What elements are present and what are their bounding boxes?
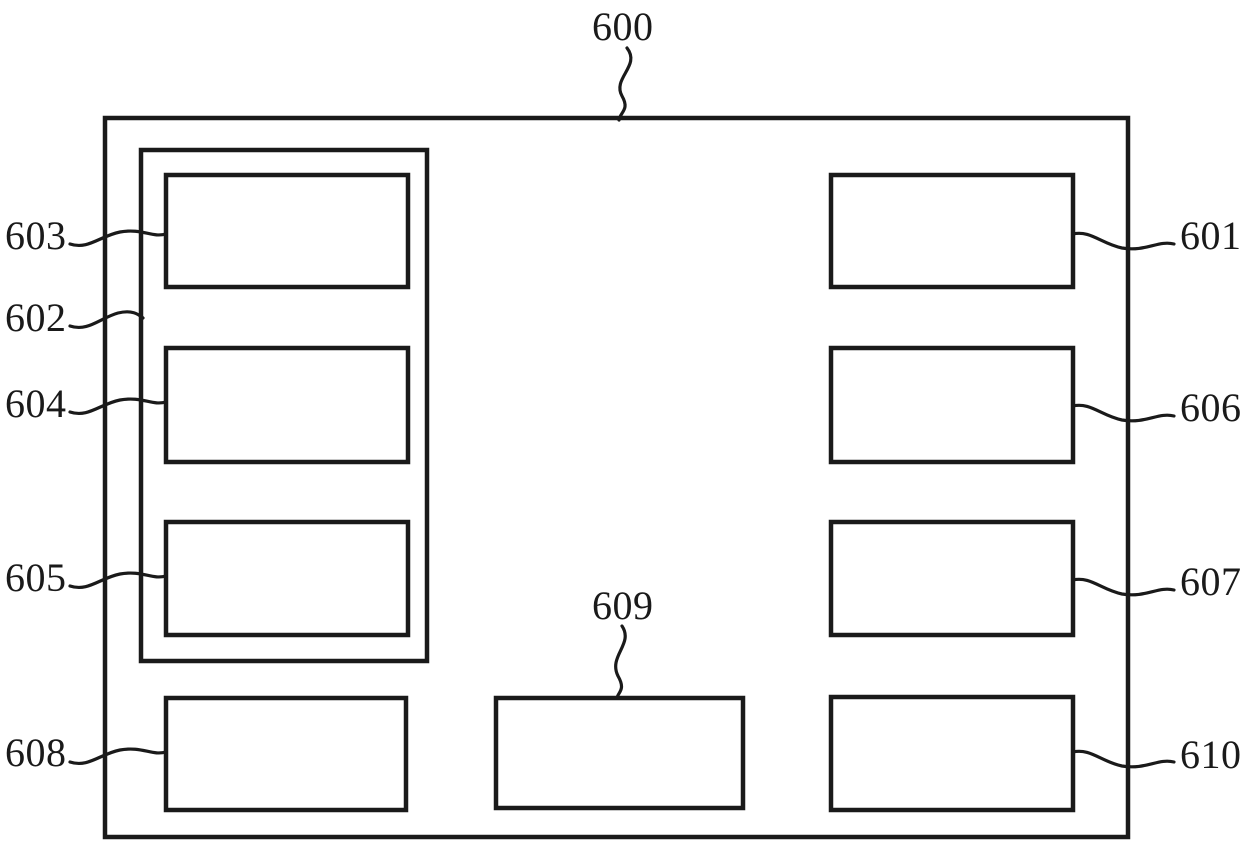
reference-numeral-604: 604 [5, 381, 67, 426]
component-boxes [163, 172, 1076, 813]
leader-line-607 [1071, 577, 1176, 597]
component-box-610 [828, 694, 1076, 813]
reference-numeral-605: 605 [5, 555, 67, 600]
component-box-608 [163, 695, 409, 813]
component-box-609 [493, 695, 746, 811]
component-box-607 [828, 519, 1076, 638]
leader-line-608 [68, 747, 168, 765]
leader-line-606 [1071, 403, 1176, 423]
leader-lines [68, 46, 1176, 769]
component-box-603 [163, 172, 411, 290]
reference-numeral-603: 603 [5, 213, 67, 258]
leader-line-609 [614, 624, 627, 700]
leader-line-602 [68, 310, 145, 329]
reference-numeral-610: 610 [1180, 732, 1240, 777]
reference-numeral-600: 600 [592, 4, 654, 49]
leader-line-610 [1071, 749, 1176, 769]
leader-line-600 [617, 46, 633, 122]
component-box-604 [163, 345, 411, 465]
leader-line-603 [68, 229, 168, 247]
reference-numeral-609: 609 [592, 583, 654, 628]
leader-line-604 [68, 397, 168, 415]
reference-numeral-606: 606 [1180, 385, 1240, 430]
leader-line-605 [68, 571, 168, 589]
reference-numeral-601: 601 [1180, 213, 1240, 258]
component-box-606 [828, 345, 1076, 465]
component-box-601 [828, 172, 1076, 290]
reference-numeral-608: 608 [5, 730, 67, 775]
component-box-605 [163, 519, 411, 638]
reference-numeral-602: 602 [5, 295, 67, 340]
reference-numeral-607: 607 [1180, 559, 1240, 604]
leader-line-601 [1071, 231, 1176, 251]
